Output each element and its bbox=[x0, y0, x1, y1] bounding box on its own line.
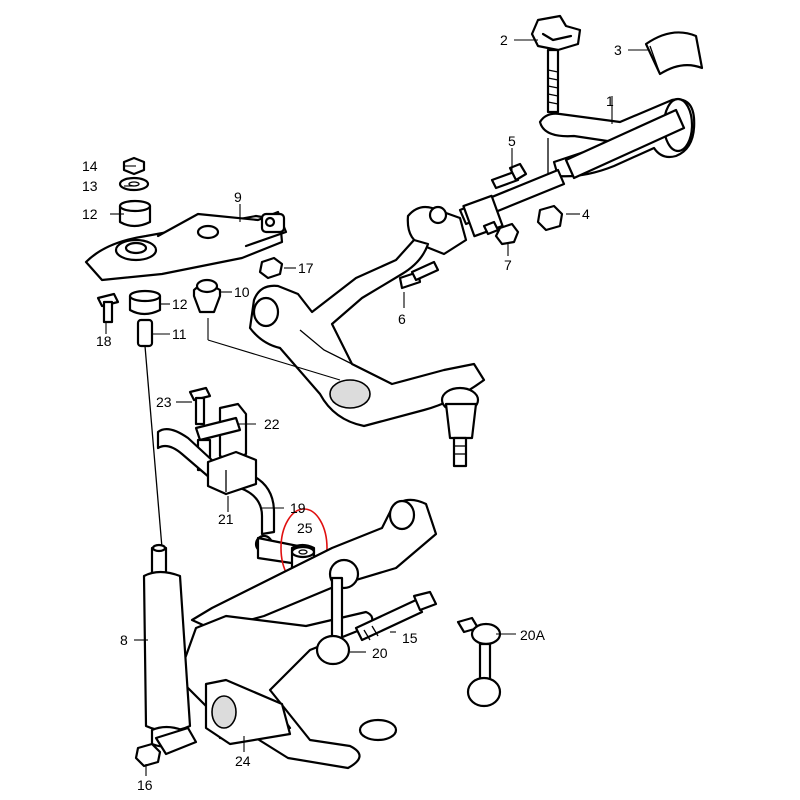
callout-24: 24 bbox=[235, 753, 251, 769]
callout-20: 20 bbox=[372, 645, 388, 661]
part-11-sleeve bbox=[136, 318, 154, 348]
callout-2: 2 bbox=[500, 32, 508, 48]
callout-25: 25 bbox=[297, 520, 313, 536]
part-24-plate bbox=[204, 678, 292, 746]
part-20-link bbox=[315, 558, 360, 666]
part-23-bolt bbox=[188, 386, 212, 426]
callout-15: 15 bbox=[402, 630, 418, 646]
callout-5: 5 bbox=[508, 133, 516, 149]
callout-19: 19 bbox=[290, 500, 306, 516]
part-18-bolt bbox=[96, 292, 120, 324]
central-link-assembly bbox=[248, 238, 486, 428]
part-20a-link bbox=[456, 616, 502, 708]
part-16-nut bbox=[134, 742, 162, 768]
callout-18: 18 bbox=[96, 333, 112, 349]
part-6-bolt bbox=[398, 260, 440, 290]
callout-20a: 20A bbox=[520, 627, 546, 643]
part-10-bump-stop bbox=[192, 278, 222, 314]
callout-13: 13 bbox=[82, 178, 98, 194]
callout-14: 14 bbox=[82, 158, 98, 174]
callout-12-upper: 12 bbox=[82, 206, 98, 222]
ball-joint-right bbox=[440, 386, 480, 468]
callout-6: 6 bbox=[398, 311, 406, 327]
callout-9: 9 bbox=[234, 189, 242, 205]
part-4-nut bbox=[536, 204, 564, 232]
part-7-nut bbox=[494, 222, 520, 246]
callout-4: 4 bbox=[582, 206, 590, 222]
callout-8: 8 bbox=[120, 632, 128, 648]
part-13-washer bbox=[118, 176, 150, 192]
part-12-bushing-lower bbox=[128, 289, 162, 316]
callout-21: 21 bbox=[218, 511, 234, 527]
callout-10: 10 bbox=[234, 284, 250, 300]
callout-1: 1 bbox=[606, 93, 614, 109]
shock-lower-eye bbox=[154, 726, 198, 756]
callout-12-lower: 12 bbox=[172, 296, 188, 312]
part-12-bushing-upper bbox=[118, 199, 152, 228]
part-8-shock-absorber bbox=[142, 543, 192, 749]
part-21-bushing bbox=[206, 450, 258, 496]
callout-23: 23 bbox=[156, 394, 172, 410]
part-2-clip-bolt bbox=[530, 14, 582, 114]
callout-17: 17 bbox=[298, 260, 314, 276]
part-3-cap bbox=[644, 31, 704, 76]
callout-7: 7 bbox=[504, 257, 512, 273]
part-5-bolt bbox=[490, 162, 528, 190]
part-19-stabilizer-bar bbox=[156, 427, 300, 566]
part-17-nut bbox=[258, 256, 284, 280]
callout-22: 22 bbox=[264, 416, 280, 432]
callout-11: 11 bbox=[172, 326, 187, 342]
part-9-mount-plate bbox=[84, 210, 288, 282]
callout-16: 16 bbox=[137, 777, 153, 793]
callout-3: 3 bbox=[614, 42, 622, 58]
part-15-bolt bbox=[354, 590, 438, 642]
leader-lines bbox=[105, 39, 648, 776]
